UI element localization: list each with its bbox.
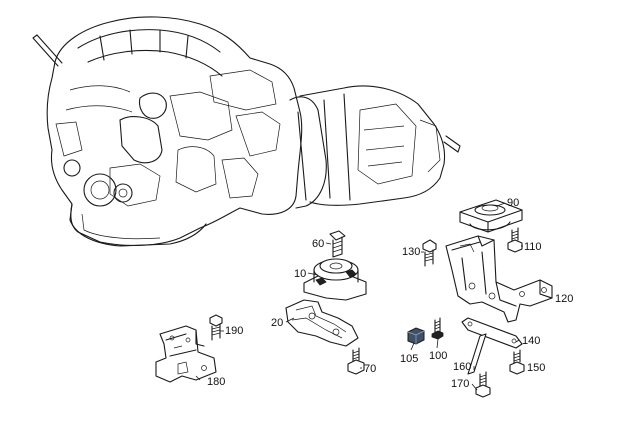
label-part-170: 170 — [451, 378, 470, 390]
part-160-rod — [467, 333, 487, 375]
label-part-105: 105 — [400, 353, 419, 365]
engine-transmission-assembly — [32, 16, 461, 247]
label-part-150: 150 — [527, 362, 546, 374]
part-70-bolt — [347, 347, 365, 375]
label-part-160: 160 — [453, 361, 472, 373]
label-part-190: 190 — [225, 325, 244, 337]
part-170-bolt — [475, 371, 491, 398]
label-part-120: 120 — [555, 293, 574, 305]
label-part-10: 10 — [294, 268, 307, 280]
part-20-bracket — [285, 299, 359, 347]
leader-lines — [195, 202, 552, 391]
label-part-60: 60 — [312, 238, 325, 250]
part-140-strut — [461, 317, 523, 349]
part-190-bolt — [209, 314, 223, 341]
part-105-nut — [407, 327, 425, 345]
part-130-bolt — [422, 239, 437, 267]
part-180-bracket — [155, 325, 217, 383]
label-part-180: 180 — [207, 376, 226, 388]
label-part-70: 70 — [364, 363, 377, 375]
label-part-90: 90 — [507, 197, 520, 209]
part-60-bolt — [329, 230, 346, 258]
label-part-130: 130 — [402, 246, 421, 258]
part-90-transmission-mount — [459, 199, 523, 233]
part-110-bolt — [507, 227, 523, 253]
label-part-110: 110 — [524, 241, 542, 253]
label-part-100: 100 — [429, 350, 448, 362]
part-10-engine-mount — [303, 258, 367, 301]
label-part-20: 20 — [271, 317, 284, 329]
part-150-bolt — [509, 349, 525, 375]
part-100-bolt — [431, 317, 444, 340]
label-part-140: 140 — [522, 335, 541, 347]
